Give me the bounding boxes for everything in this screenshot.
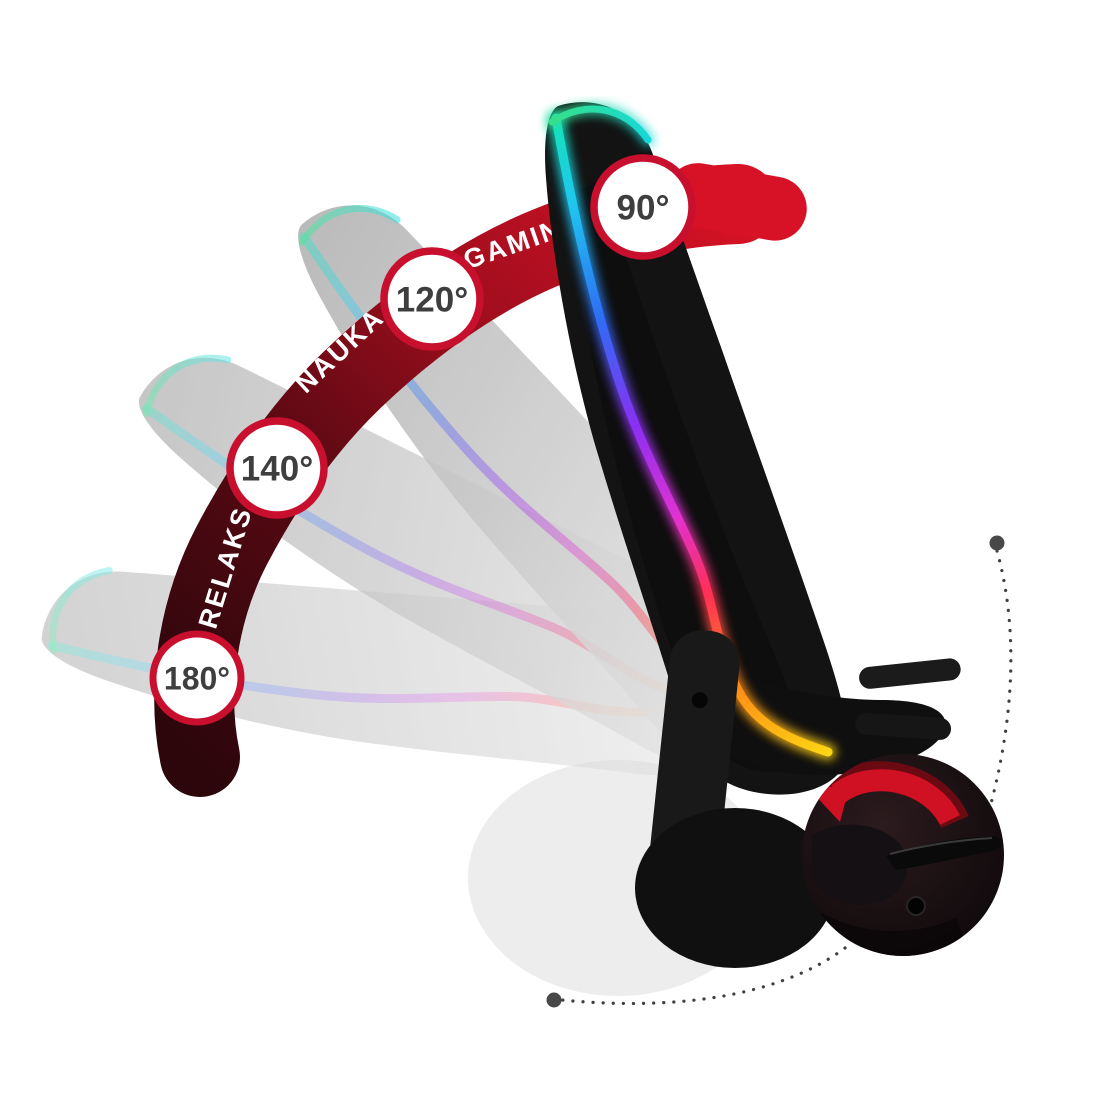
angle-badge-180-label: 180° xyxy=(164,661,230,697)
chair-back-panel xyxy=(578,180,803,772)
angle-badge-120-label: 120° xyxy=(396,281,468,320)
dotted-connector-bottom xyxy=(560,946,847,1006)
zoom-inset-circle xyxy=(802,754,1004,956)
connector-dot-bottom xyxy=(546,992,562,1008)
angle-badge-90: 90° xyxy=(590,154,696,260)
main-chair xyxy=(545,102,961,968)
angle-badge-90-label: 90° xyxy=(617,189,670,228)
angle-badge-140-label: 140° xyxy=(241,450,313,489)
recline-lever xyxy=(886,836,1002,870)
tilt-mechanism xyxy=(635,808,835,968)
connector-dot-top xyxy=(989,535,1005,551)
angle-badge-140: 140° xyxy=(226,417,328,519)
arc-end-pointer xyxy=(665,163,807,241)
chair-seat xyxy=(690,660,946,775)
angle-badge-180: 180° xyxy=(149,630,245,726)
lever-knob xyxy=(906,896,926,916)
lever-housing xyxy=(812,824,908,905)
lever-highlight xyxy=(889,837,993,855)
angle-badge-120: 120° xyxy=(380,247,484,351)
armrest-prongs xyxy=(855,658,961,740)
rotate-arrow-icon xyxy=(831,769,960,826)
